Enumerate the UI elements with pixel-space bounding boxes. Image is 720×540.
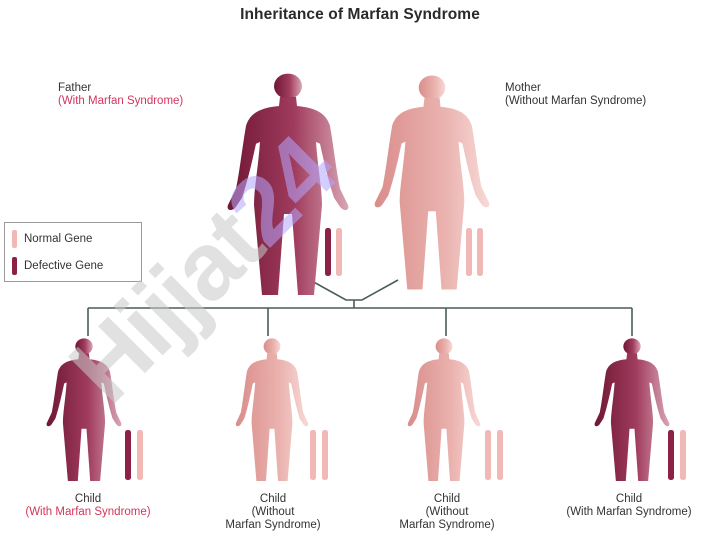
pedigree-connectors [87, 279, 633, 336]
mother-name: Mother [505, 82, 541, 94]
defective-gene-swatch [12, 257, 17, 275]
child-4-name: Child [615, 493, 643, 505]
mother-label: Mother (Without Marfan Syndrome) [505, 82, 646, 108]
child-4-chromosomes [668, 430, 686, 480]
father-label: Father (With Marfan Syndrome) [58, 82, 183, 108]
child-4-status: (With Marfan Syndrome) [566, 506, 692, 518]
child-2-status-1: (Without [251, 506, 295, 518]
child-3-status-2: Marfan Syndrome) [399, 519, 495, 531]
legend-normal-label: Normal Gene [24, 233, 93, 245]
child-1-status: (With Marfan Syndrome) [25, 506, 151, 518]
child-1-name: Child [74, 493, 102, 505]
mother-chromosomes [466, 228, 483, 276]
child-3-chromosomes [485, 430, 503, 480]
child-2-chromosomes [310, 430, 328, 480]
child-2-label: Child (Without Marfan Syndrome) [190, 493, 356, 532]
child-1-label: Child (With Marfan Syndrome) [0, 493, 176, 519]
mother-status: (Without Marfan Syndrome) [505, 95, 647, 107]
normal-gene-swatch [12, 230, 17, 248]
child-4-label: Child (With Marfan Syndrome) [540, 493, 718, 519]
child-4-figure [594, 338, 670, 481]
legend-normal: Normal Gene [12, 229, 92, 249]
child-2-name: Child [259, 493, 287, 505]
father-status: (With Marfan Syndrome) [58, 95, 184, 107]
father-chromosomes [325, 228, 342, 276]
child-3-name: Child [433, 493, 461, 505]
child-3-label: Child (Without Marfan Syndrome) [364, 493, 530, 532]
father-name: Father [58, 82, 92, 94]
legend-defective-label: Defective Gene [24, 260, 104, 272]
diagram-title: Inheritance of Marfan Syndrome [240, 6, 480, 23]
child-2-figure [235, 338, 309, 481]
legend-defective: Defective Gene [12, 256, 103, 276]
gene-legend: Normal Gene Defective Gene [4, 222, 142, 282]
mother-figure [374, 75, 490, 290]
child-1-chromosomes [125, 430, 143, 480]
child-3-figure [407, 338, 481, 481]
child-2-status-2: Marfan Syndrome) [225, 519, 321, 531]
child-3-status-1: (Without [425, 506, 469, 518]
